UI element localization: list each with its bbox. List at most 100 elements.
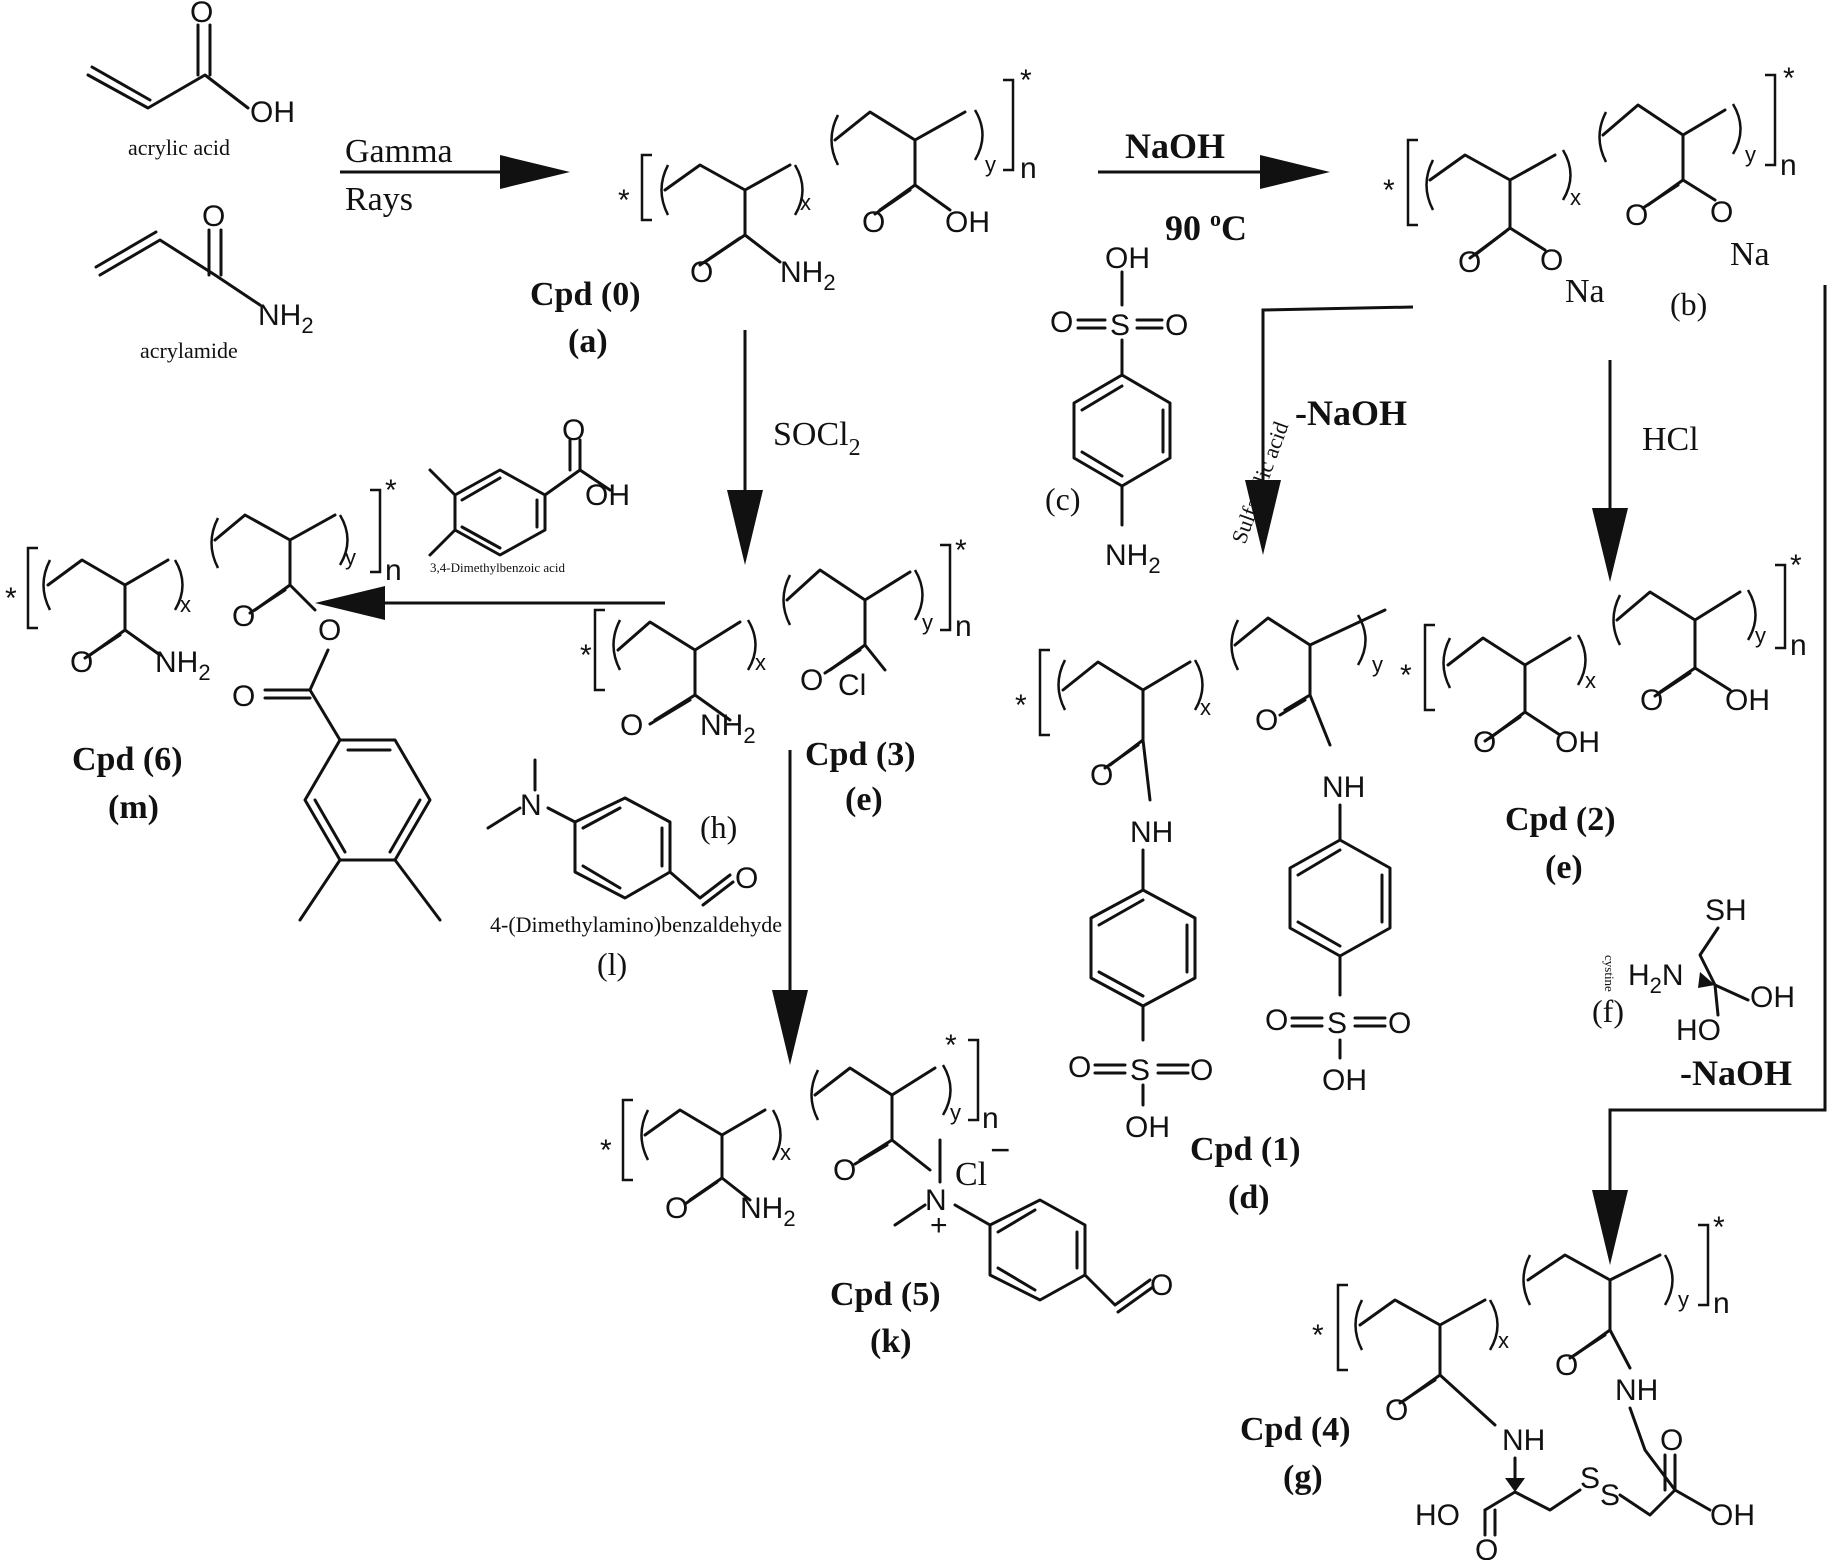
svg-text:x: x [800, 190, 811, 215]
svg-text:NH2: NH2 [700, 709, 756, 748]
svg-text:*: * [1312, 1319, 1324, 1352]
svg-text:O: O [70, 646, 93, 679]
svg-text:O: O [862, 206, 885, 239]
dimethylbenzoic-acid-name: 3,4-Dimethylbenzoic acid [430, 560, 566, 575]
svg-text:*: * [1015, 689, 1027, 722]
svg-text:NH2: NH2 [1105, 539, 1161, 578]
socl2-arrow: SOCl2 [727, 330, 861, 565]
chloride-ion: Cl [955, 1156, 987, 1193]
cpd3-structure: * x y n * O NH2 O Cl Cpd (3) (e) [580, 534, 972, 818]
svg-text:O: O [1090, 759, 1113, 792]
cpd5-label: Cpd (5) [830, 1276, 941, 1313]
svg-text:S: S [1600, 1479, 1620, 1512]
svg-text:y: y [950, 1100, 961, 1125]
gamma-label: Gamma [345, 133, 453, 170]
cpd1-structure: * x y O O NH NH O S O OH [1015, 608, 1411, 1216]
svg-text:n: n [955, 610, 972, 643]
svg-text:n: n [1790, 629, 1807, 662]
svg-text:OH: OH [1555, 726, 1600, 759]
h-letter: (h) [700, 809, 737, 845]
minus-naoh-label-1: -NaOH [1295, 393, 1407, 433]
svg-text:n: n [1713, 1287, 1730, 1320]
svg-text:*: * [600, 1134, 612, 1167]
svg-text:OH: OH [1710, 1499, 1755, 1532]
svg-text:NH: NH [1615, 1374, 1658, 1407]
dimethylaminobenzaldehyde-structure: N O (h) 4-(Dimethylamino)benzaldehyde (l… [486, 758, 782, 982]
cpd4-label: Cpd (4) [1240, 1411, 1351, 1448]
svg-text:*: * [618, 184, 630, 217]
svg-text:OH: OH [945, 206, 990, 239]
svg-text:y: y [922, 610, 933, 635]
svg-text:S: S [1327, 1007, 1347, 1040]
cpd3-letter: (e) [845, 781, 883, 818]
svg-text:HO: HO [1415, 1499, 1460, 1532]
svg-text:O: O [620, 709, 643, 742]
svg-text:NH2: NH2 [155, 646, 211, 685]
svg-text:y: y [345, 545, 356, 570]
l-letter: (l) [597, 946, 627, 982]
svg-text:O: O [1625, 199, 1648, 232]
svg-text:O: O [232, 680, 255, 713]
svg-text:O: O [1475, 1534, 1498, 1560]
temp-label: 90 oC [1165, 206, 1247, 248]
svg-text:NH2: NH2 [740, 1192, 796, 1231]
hcl-label: HCl [1642, 421, 1699, 458]
cpd0-label: Cpd (0) [530, 276, 641, 313]
svg-text:*: * [1020, 64, 1032, 97]
svg-text:O: O [1385, 1394, 1408, 1427]
svg-text:*: * [1713, 1211, 1725, 1244]
svg-text:O: O [1050, 306, 1073, 339]
svg-text:O: O [1458, 246, 1481, 279]
svg-text:*: * [580, 639, 592, 672]
cpd2-structure: * x y n * O OH O OH Cpd (2) (e) [1400, 549, 1807, 886]
svg-text:O: O [1068, 1051, 1091, 1084]
acrylic-acid-name: acrylic acid [128, 135, 230, 160]
b-letter: (b) [1670, 286, 1707, 322]
svg-text:*: * [1383, 174, 1395, 207]
cystine-structure: SH H2N OH HO cystine (f) [1592, 894, 1795, 1047]
cpd0-letter: (a) [568, 323, 608, 360]
svg-text:NH2: NH2 [780, 256, 836, 295]
gamma-rays-arrow: Gamma Rays [340, 133, 570, 218]
dimethylaminobenzaldehyde-name: 4-(Dimethylamino)benzaldehyde [490, 912, 782, 937]
c-letter: (c) [1045, 481, 1081, 517]
cpd5-letter: (k) [870, 1323, 912, 1360]
svg-text:O: O [690, 256, 713, 289]
acrylamide-O: O [202, 200, 225, 233]
svg-text:n: n [1780, 149, 1797, 182]
svg-text:O: O [1165, 309, 1188, 342]
svg-text:*: * [1400, 659, 1412, 692]
svg-text:n: n [385, 554, 402, 587]
minus-charge: − [990, 1130, 1011, 1170]
naoh-label: NaOH [1125, 126, 1225, 166]
dimethylbenzoic-acid-structure: O OH 3,4-Dimethylbenzoic acid [428, 414, 630, 575]
cpd6-structure: * x y n * O NH2 O O O Cpd (6) (m) [5, 474, 442, 922]
svg-text:y: y [1678, 1287, 1689, 1312]
cpd1-letter: (d) [1228, 1179, 1270, 1216]
svg-text:O: O [318, 614, 341, 647]
svg-text:N: N [520, 789, 542, 822]
cpd2-label: Cpd (2) [1505, 801, 1616, 838]
svg-text:OH: OH [585, 479, 630, 512]
svg-text:SH: SH [1705, 894, 1747, 927]
svg-text:S: S [1580, 1462, 1600, 1495]
svg-text:HO: HO [1676, 1014, 1721, 1047]
svg-text:NH: NH [1322, 771, 1365, 804]
svg-text:y: y [1372, 652, 1383, 677]
svg-text:O: O [1190, 1054, 1213, 1087]
cpd6-letter: (m) [108, 789, 159, 826]
minus-naoh-label-2: -NaOH [1680, 1053, 1792, 1093]
svg-text:x: x [780, 1140, 791, 1165]
svg-text:H2N: H2N [1628, 959, 1684, 998]
svg-text:O: O [1710, 196, 1733, 229]
naoh-arrow: NaOH 90 oC [1098, 126, 1330, 248]
to-cpd4-arrow: -NaOH [1592, 285, 1827, 1265]
svg-text:*: * [1783, 62, 1795, 95]
svg-text:O: O [1150, 1269, 1173, 1302]
svg-text:O: O [665, 1192, 688, 1225]
f-letter: (f) [1592, 993, 1624, 1029]
svg-text:+: + [930, 1209, 948, 1242]
svg-text:y: y [1745, 142, 1756, 167]
svg-text:n: n [1020, 152, 1037, 185]
